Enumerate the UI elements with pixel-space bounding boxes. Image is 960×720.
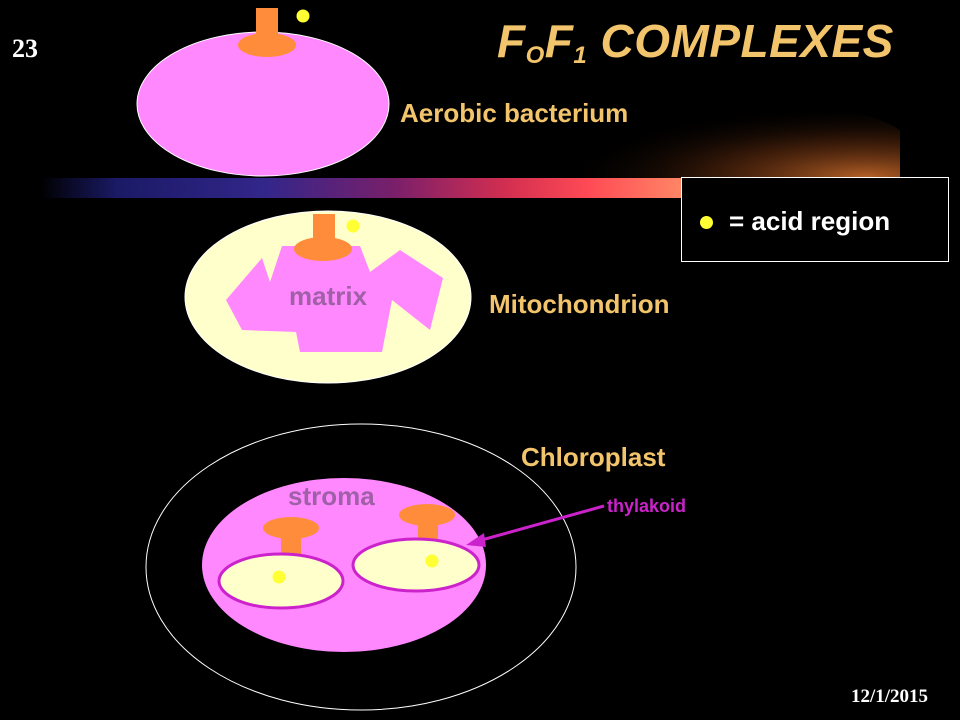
slide-number: 23	[12, 34, 38, 63]
mitochondrion-acid-dot	[346, 219, 360, 233]
mitochondrion-f1-head	[294, 237, 352, 261]
thylakoid-pointer-arrowhead	[466, 533, 486, 547]
slide-date: 12/1/2015	[850, 686, 928, 707]
thylakoid-right	[351, 537, 481, 593]
label-thylakoid: thylakoid	[607, 496, 687, 516]
mitochondrion-matrix	[226, 246, 443, 352]
slide-title: FOF1 COMPLEXES	[497, 14, 894, 70]
title-part-f2: F	[544, 15, 574, 67]
bacterium-f1-head	[238, 33, 296, 57]
label-stroma: stroma	[288, 481, 375, 511]
legend-acid-dot-icon	[700, 216, 713, 229]
title-subscript-1: 1	[573, 42, 588, 69]
thylakoid-left-f1-head	[263, 517, 319, 539]
legend-box: = acid region	[681, 177, 949, 262]
thylakoid-right-acid-dot	[425, 554, 439, 568]
label-matrix: matrix	[289, 281, 368, 311]
background-streak	[40, 178, 685, 198]
thylakoid-pointer-line	[477, 504, 605, 543]
label-mitochondrion: Mitochondrion	[489, 289, 670, 319]
thylakoid-left-acid-dot	[272, 570, 286, 584]
title-part-f1: F	[497, 15, 526, 67]
label-chloroplast: Chloroplast	[521, 442, 666, 472]
title-part-complexes: COMPLEXES	[587, 15, 894, 67]
title-subscript-o: O	[525, 42, 545, 69]
thylakoid-right-f1-head	[399, 504, 455, 526]
legend-text: = acid region	[729, 206, 891, 236]
label-aerobic-bacterium: Aerobic bacterium	[400, 98, 629, 128]
bacterium-acid-dot	[296, 9, 310, 23]
background-glow	[560, 105, 900, 185]
